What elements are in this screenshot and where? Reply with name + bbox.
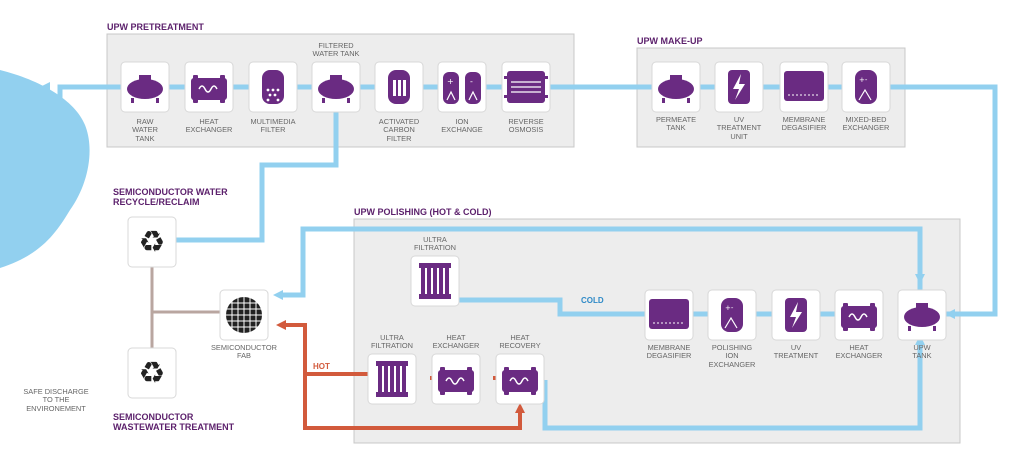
ultra-filtration-cold-label: ULTRA FILTRATION — [413, 235, 456, 253]
arrow-hot-to-fab — [276, 320, 286, 330]
ion-exchange-label: ION EXCHANGE — [441, 117, 483, 135]
uv-treatment-pol-label: UV TREATMENT — [773, 343, 819, 361]
tank-icon — [904, 303, 940, 331]
arrow-hot-up — [515, 403, 525, 413]
upw-tank-label: UPW TANK — [912, 343, 932, 361]
makeup-title: UPW MAKE-UP — [637, 36, 703, 46]
tank-icon — [658, 75, 694, 103]
wastewater-title: SEMICONDUCTOR WASTEWATER TREATMENT — [113, 412, 235, 432]
recycle-icon: ♻ — [139, 225, 166, 260]
arrow-into-source — [40, 82, 50, 92]
wafer-chip-icon — [226, 297, 262, 333]
heat-exchanger-pol-label: HEAT EXCHANGER — [835, 343, 883, 361]
uv-treatment-unit-label: UV TREATMENT UNIT — [716, 115, 762, 141]
membrane-degasifier-icon — [784, 71, 824, 101]
filtered-tank-to-recycle-pipe — [155, 110, 339, 243]
water-source-shape — [0, 70, 90, 268]
arrow-down-upw-tank — [915, 274, 925, 284]
recycle-title: SEMICONDUCTOR WATER RECYCLE/RECLAIM — [113, 187, 228, 207]
filter-vessel-icon — [262, 70, 284, 104]
svg-text:+-: +- — [725, 304, 734, 312]
heat-recovery-icon — [502, 367, 538, 395]
membrane-degasifier-icon — [649, 299, 689, 329]
polishing-ion-exchanger-label: POLISHING ION EXCHANGER — [708, 343, 756, 369]
wastewater-tile — [127, 347, 177, 399]
mixed-bed-exchanger-label: MIXED-BED EXCHANGER — [842, 115, 890, 133]
uv-lamp-icon — [785, 298, 807, 332]
carbon-filter-icon — [388, 70, 410, 104]
svg-text:♻: ♻ — [139, 225, 166, 260]
membrane-degasifier-pol-label: MEMBRANE DEGASIFIER — [646, 343, 692, 361]
pretreatment-title: UPW PRETREATMENT — [107, 22, 204, 32]
heat-exchanger-hot-label: HEAT EXCHANGER — [432, 333, 480, 351]
arrow-to-fab — [273, 290, 283, 300]
recycle-links — [150, 265, 220, 355]
makeup-to-upw-tank-pipe — [870, 84, 998, 317]
multimedia-filter-label: MULTIMEDIA FILTER — [250, 117, 296, 135]
svg-text:-: - — [470, 77, 473, 86]
raw-water-tank-label: RAW WATER TANK — [132, 117, 158, 143]
heat-exchanger-icon — [841, 303, 877, 331]
reverse-osmosis-label: REVERSE OSMOSIS — [508, 117, 544, 135]
hot-arrows — [276, 320, 525, 413]
filtered-water-tank-label: FILTERED WATER TANK — [312, 41, 360, 59]
mixed-bed-exchanger-icon: +- — [855, 70, 877, 104]
ultrafiltration-icon — [419, 263, 451, 299]
activated-carbon-filter-label: ACTIVATED CARBON FILTER — [378, 117, 420, 143]
permeate-tank-label: PERMEATE TANK — [655, 115, 697, 133]
safe-discharge-label: SAFE DISCHARGE TO THE ENVIRONEMENT — [23, 387, 89, 413]
membrane-degasifier-makeup-label: MEMBRANE DEGASIFIER — [781, 115, 827, 133]
ultra-filtration-hot-label: ULTRA FILTRATION — [370, 333, 413, 351]
equipment-icons: +-+-+-♻♻ — [120, 61, 947, 405]
uv-lamp-icon — [728, 70, 750, 104]
heat-exchanger-pre-label: HEAT EXCHANGER — [185, 117, 233, 135]
polishing-title: UPW POLISHING (HOT & COLD) — [354, 207, 492, 217]
svg-text:+-: +- — [859, 76, 868, 84]
semiconductor-fab-label: SEMICONDUCTOR FAB — [211, 343, 277, 361]
hot-bottom-pipe — [303, 374, 522, 430]
reverse-osmosis-icon — [504, 71, 548, 103]
heat-exchanger-icon — [438, 367, 474, 395]
tank-icon — [318, 75, 354, 103]
ion-exchange-icon: +- — [443, 72, 481, 104]
cold-line-label: COLD — [581, 296, 604, 305]
arrow-upw-tank-right — [945, 309, 955, 319]
heat-exchanger-icon — [191, 75, 227, 103]
upw-tank-loop-pipe — [280, 226, 923, 298]
heat-recovery-label: HEAT RECOVERY — [499, 333, 541, 351]
hot-line-label: HOT — [313, 362, 330, 371]
polishing-ion-exchanger-icon: +- — [721, 298, 743, 332]
tank-icon — [127, 75, 163, 103]
ultrafiltration-icon — [376, 361, 408, 397]
heat-recovery-to-upw-tank-pipe — [542, 340, 923, 431]
recycle-tile — [127, 216, 177, 268]
svg-text:♻: ♻ — [139, 356, 166, 391]
svg-text:+: + — [447, 77, 454, 86]
hot-to-fab-pipe — [283, 323, 368, 376]
recycle-icon: ♻ — [139, 356, 166, 391]
